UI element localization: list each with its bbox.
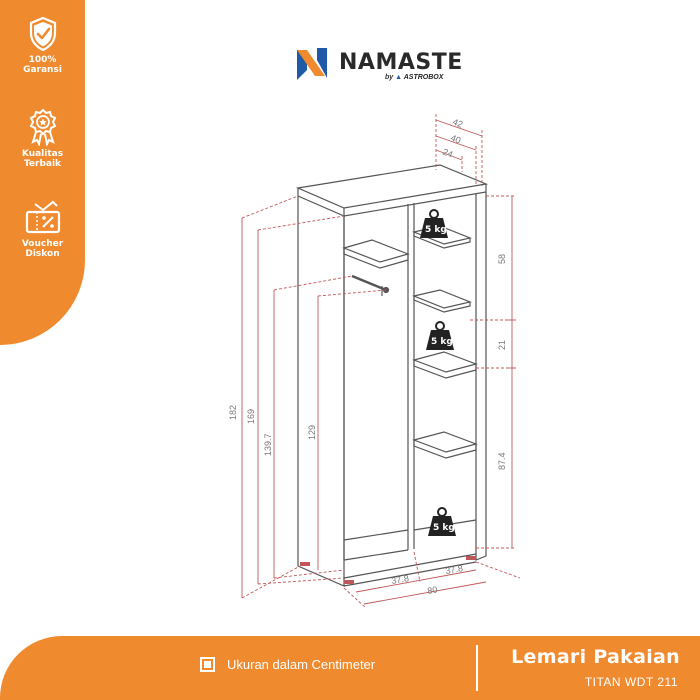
width-left-label: 37.8 xyxy=(391,573,410,586)
depth-top-outer-label: 42 xyxy=(451,117,464,130)
logo-wordmark: NAMASTE xyxy=(339,50,463,75)
badge-garansi: 100% Garansi xyxy=(0,16,85,75)
width-dimensions xyxy=(343,551,521,609)
badge-label-line1: Kualitas xyxy=(21,149,64,159)
badge-strip: 100% Garansi Kualitas Terbaik Voucher Di… xyxy=(0,0,85,345)
award-medal-icon xyxy=(29,108,56,146)
height-inner-label: 169 xyxy=(246,409,256,424)
wardrobe-feet xyxy=(300,556,476,584)
right-lower-label: 87.4 xyxy=(497,452,507,470)
weight-icon: 5 kg xyxy=(420,209,448,238)
height-dimensions xyxy=(241,195,387,599)
weight-label-1: 5 kg xyxy=(425,225,447,235)
depth-top-inner-label: 24 xyxy=(441,147,454,160)
shield-check-icon xyxy=(29,16,56,52)
square-icon xyxy=(200,657,215,672)
footer-bar: Ukuran dalam Centimeter Lemari Pakaian T… xyxy=(0,636,700,700)
voucher-ticket-icon xyxy=(25,200,60,234)
weight-label-2: 5 kg xyxy=(431,337,453,347)
badge-label-line2: Terbaik xyxy=(23,159,62,169)
product-code: TITAN WDT 211 xyxy=(584,675,678,689)
weight-icon: 5 kg xyxy=(428,507,456,536)
right-dimensions xyxy=(470,195,516,549)
width-total-label: 80 xyxy=(427,584,439,596)
weight-icon: 5 kg xyxy=(426,321,454,350)
wardrobe-outline xyxy=(295,164,489,587)
logo-byline: by ▲ ASTROBOX xyxy=(385,74,443,81)
product-name: Lemari Pakaian xyxy=(511,646,680,668)
footer-divider xyxy=(476,645,478,691)
right-upper-label: 58 xyxy=(497,254,507,264)
unit-note-text: Ukuran dalam Centimeter xyxy=(227,657,376,672)
logo-by-text: by xyxy=(385,74,394,81)
depth-top-mid-label: 40 xyxy=(449,133,462,146)
badge-label-line2: Garansi xyxy=(23,65,62,75)
badge-kualitas: Kualitas Terbaik xyxy=(0,108,85,169)
depth-dimensions xyxy=(435,114,483,186)
badge-label-line1: 100% xyxy=(28,55,57,65)
astrobox-icon: ▲ xyxy=(395,74,403,81)
logo-brand-text: ASTROBOX xyxy=(403,74,444,81)
badge-label-line2: Diskon xyxy=(25,249,60,259)
unit-note: Ukuran dalam Centimeter xyxy=(200,657,375,672)
height-total-label: 182 xyxy=(228,405,238,420)
weight-label-3: 5 kg xyxy=(433,523,455,533)
right-mid-label: 21 xyxy=(497,340,507,350)
wardrobe-drawing: 42 40 24 182 169 139.7 129 58 21 87.4 xyxy=(228,114,521,609)
width-right-label: 37.8 xyxy=(445,563,464,576)
badge-voucher: Voucher Diskon xyxy=(0,200,85,259)
badge-label-line1: Voucher xyxy=(21,239,64,249)
brand-logo: NAMASTE by ▲ ASTROBOX xyxy=(295,46,465,86)
namaste-logo-icon xyxy=(297,48,327,80)
height-hanging-label: 129 xyxy=(307,425,317,440)
height-rail-label: 139.7 xyxy=(263,433,273,456)
